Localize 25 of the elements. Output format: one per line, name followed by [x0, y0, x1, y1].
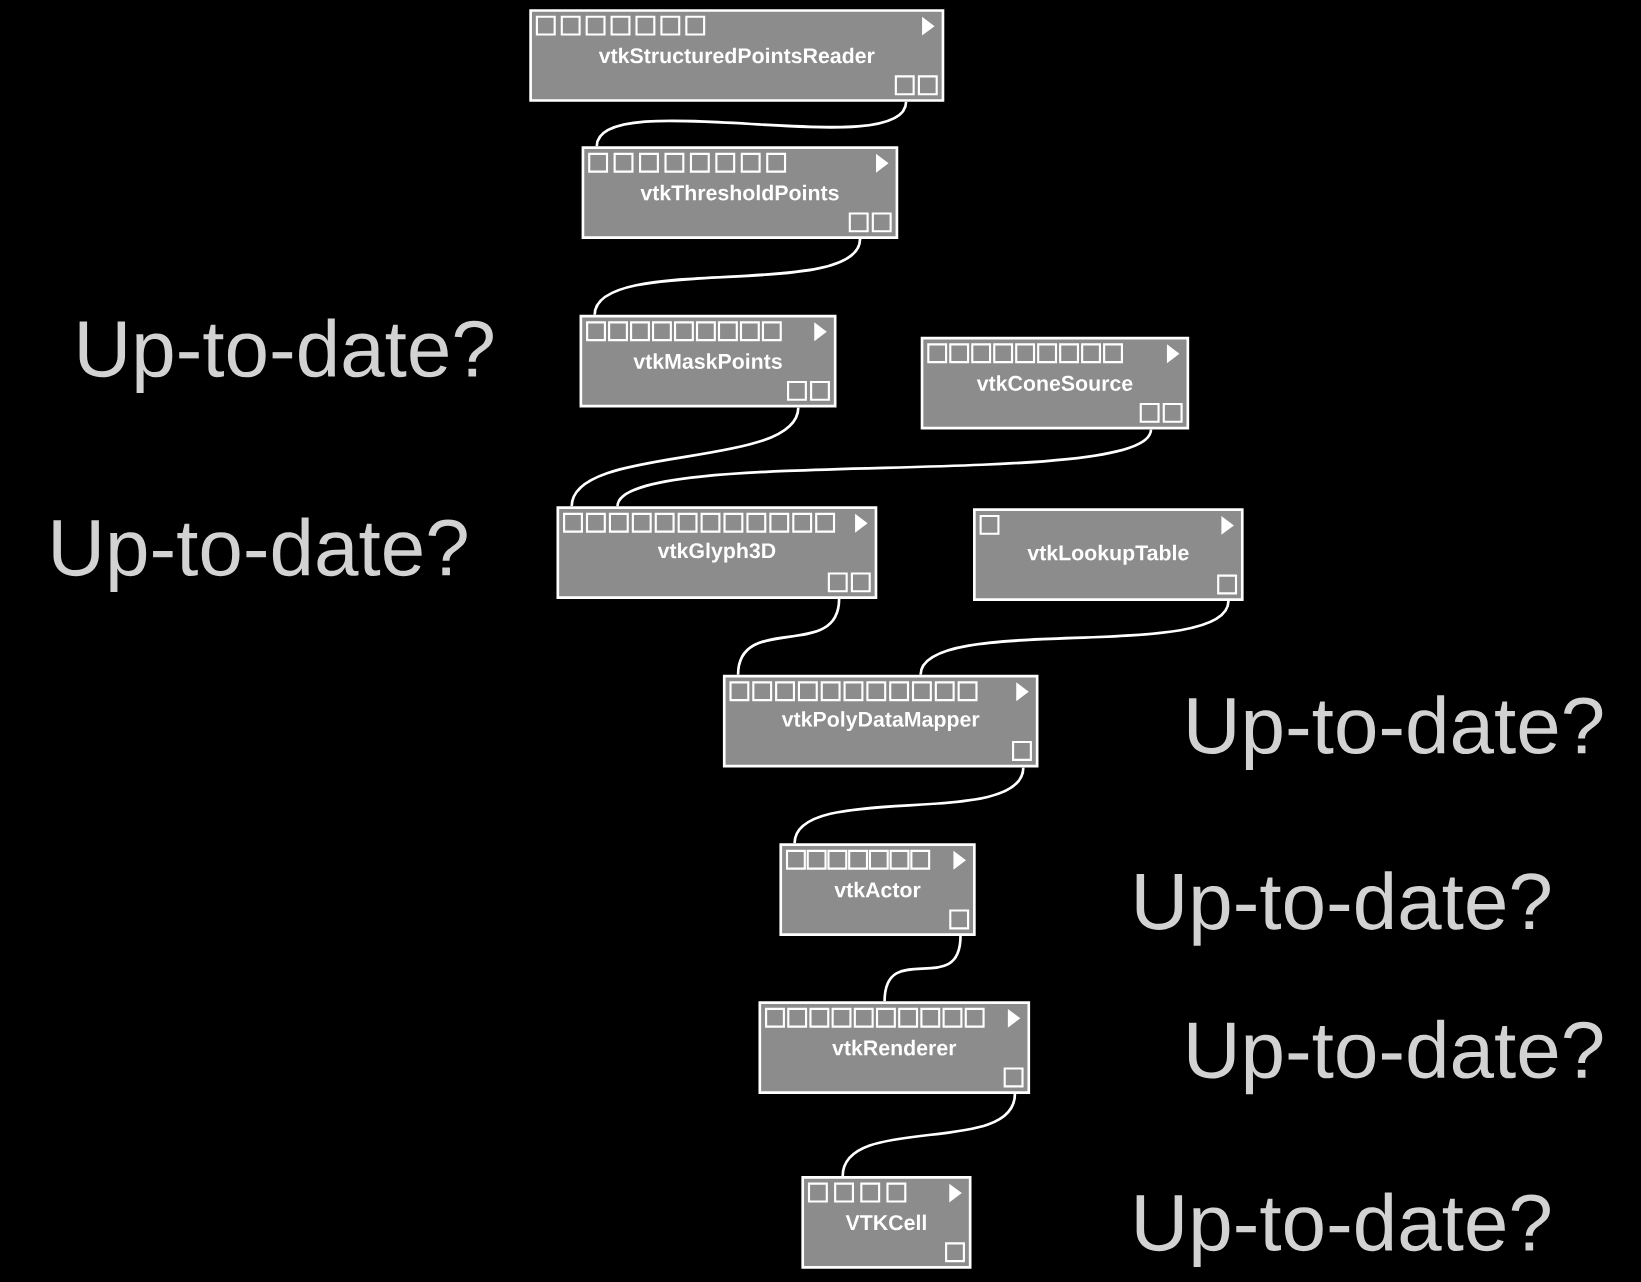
module-box: vtkLookupTable: [973, 508, 1244, 601]
status-question: Up-to-date?: [53, 517, 467, 592]
connection-curve: [616, 428, 1153, 508]
module-box: vtkActor: [779, 843, 976, 936]
connection-curve: [919, 600, 1230, 676]
status-question: Up-to-date?: [1188, 695, 1603, 770]
status-question: Up-to-date?: [1136, 1192, 1550, 1267]
connection-curve: [793, 767, 1025, 844]
status-question: Up-to-date?: [1188, 1019, 1603, 1095]
module-box: VTKCell: [801, 1176, 972, 1269]
module-box: vtkRenderer: [758, 1001, 1031, 1094]
connection-curve: [595, 101, 908, 147]
module-box: vtkMaskPoints: [579, 314, 837, 408]
connection-curve: [593, 238, 862, 316]
connection-curve: [883, 935, 962, 1002]
connection-curve: [570, 407, 800, 507]
status-question: Up-to-date?: [1136, 871, 1550, 946]
module-box: vtkConeSource: [920, 336, 1190, 430]
module-box: vtkStructuredPointsReader: [529, 9, 945, 102]
connection-curve: [841, 1093, 1017, 1177]
connection-curve: [736, 598, 841, 675]
module-box: vtkThresholdPoints: [581, 146, 899, 239]
status-question: Up-to-date?: [79, 318, 493, 394]
module-box: vtkPolyDataMapper: [722, 674, 1039, 768]
module-box: vtkGlyph3D: [556, 506, 878, 599]
